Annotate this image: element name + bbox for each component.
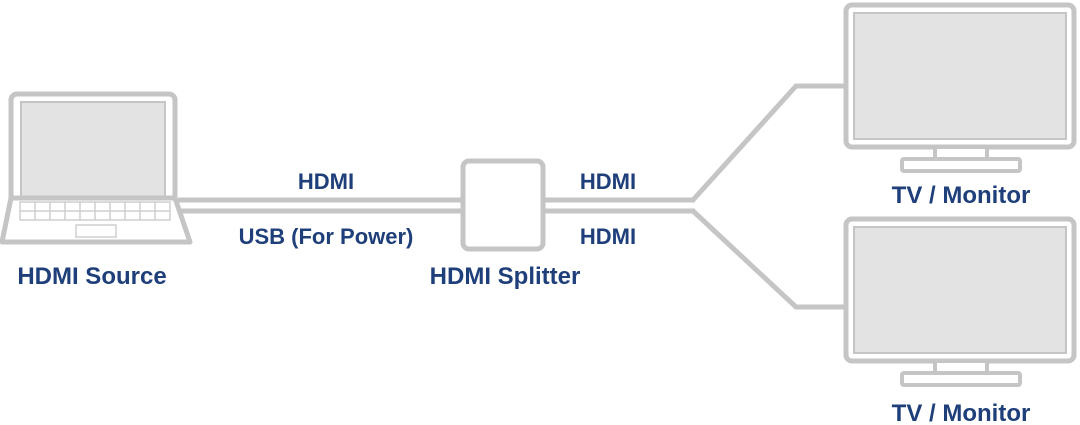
monitor-icon <box>843 2 1077 173</box>
source-usb-label: USB (For Power) <box>239 224 414 249</box>
branch-to-bottom-monitor <box>691 209 846 310</box>
source-device-label: HDMI Source <box>17 263 166 290</box>
splitter-out-top-label: HDMI <box>580 169 636 194</box>
cables <box>178 83 846 310</box>
monitor-top-label: TV / Monitor <box>892 182 1031 209</box>
splitter-box-icon <box>460 158 546 252</box>
branch-to-top-monitor <box>691 83 846 202</box>
monitor-bottom-label: TV / Monitor <box>892 400 1031 425</box>
source-hdmi-label: HDMI <box>298 169 354 194</box>
splitter-device-label: HDMI Splitter <box>430 263 581 290</box>
laptop-icon <box>0 91 193 245</box>
keyboard-grid <box>19 201 171 238</box>
splitter-out-bottom-label: HDMI <box>580 224 636 249</box>
monitor-icon <box>843 216 1077 387</box>
